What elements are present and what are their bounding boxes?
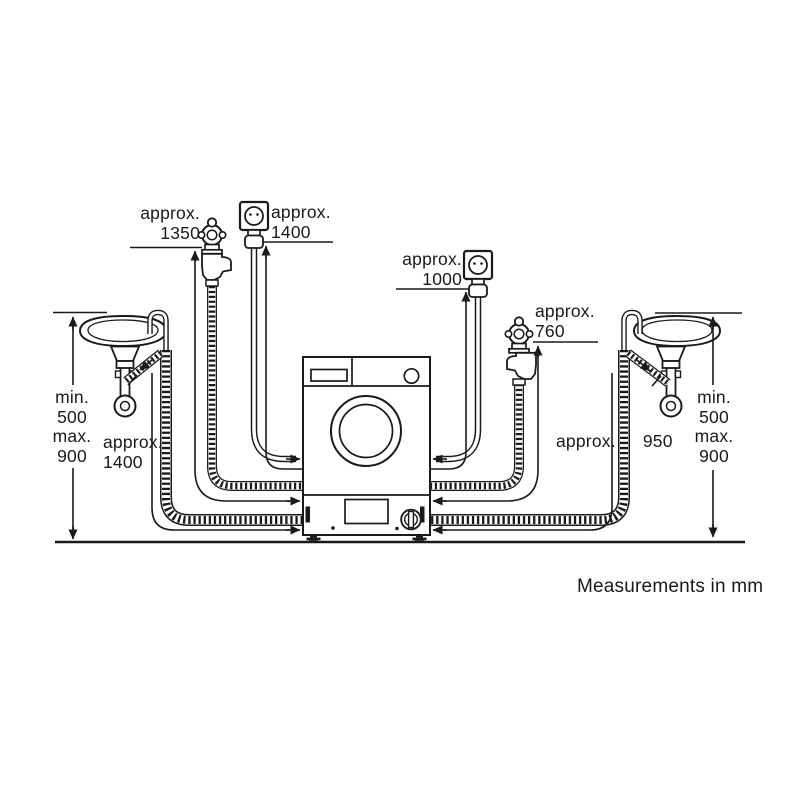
right-drain-hose-length-label: approx. 950 <box>556 431 673 451</box>
right-power-outlet <box>462 249 494 298</box>
left-outlet-cable-label: approx. 1400 <box>271 202 331 242</box>
right-sink-basin <box>632 314 722 348</box>
right-sink-drain-cone <box>655 345 687 362</box>
diag-left-tick <box>127 374 138 386</box>
right-tap-hose-nut <box>512 378 526 386</box>
machine-filter-slot <box>407 510 415 529</box>
left-tap-height-label: approx. 1350 <box>140 203 200 243</box>
left-tap-body <box>201 252 232 281</box>
left-tap <box>197 217 232 287</box>
left-sink-pipe-coupling <box>114 370 122 379</box>
machine-door-glass <box>338 403 394 459</box>
dimension-path-lines <box>72 247 714 538</box>
right-outlet-cable-label: approx. 1000 <box>402 249 462 289</box>
left-tap-hose-nut <box>205 279 219 287</box>
left-plug <box>244 234 264 249</box>
path-line-1000-cable <box>431 293 467 470</box>
path-line-1350 <box>194 252 290 502</box>
path-line-1400-drain <box>151 373 290 531</box>
left-sink-drain-collar <box>115 360 135 369</box>
right-plug <box>468 283 488 298</box>
machine-service-flap <box>344 498 389 525</box>
dimension-arrows <box>68 245 718 540</box>
machine-feet <box>306 535 427 543</box>
machine-screw <box>331 526 335 530</box>
arrow-diag-right <box>636 359 651 372</box>
right-sink-basin-inner <box>641 319 713 343</box>
dimension-reference-lines <box>53 241 742 343</box>
left-power-outlet <box>238 200 270 249</box>
right-power-cable <box>436 296 478 459</box>
machine-left-port <box>305 506 310 523</box>
measurements-unit-note: Measurements in mm <box>577 576 764 597</box>
right-sink-drain-collar <box>661 360 681 369</box>
machine-screw <box>395 526 399 531</box>
diag-right-tick <box>651 375 662 387</box>
machine-right-port <box>420 506 425 523</box>
left-power-cable <box>254 247 296 459</box>
machine-display <box>310 368 348 382</box>
right-tap-body <box>506 351 537 380</box>
right-supply-hose <box>428 384 519 486</box>
machine-program-knob <box>403 367 420 385</box>
left-sink-drain-cone <box>109 345 141 362</box>
left-drain-hose-length-label: approx. 1400 <box>103 432 163 472</box>
left-drain-height-label: min. 500 max. 900 <box>52 387 92 466</box>
right-tap-height-label: approx. 760 <box>535 301 595 341</box>
path-line-760 <box>443 347 539 502</box>
path-line-1400-cable <box>265 247 302 470</box>
path-line-950-drain <box>443 373 613 531</box>
right-sink <box>632 314 722 418</box>
right-drain-height-label: min. 500 max. 900 <box>694 387 734 466</box>
left-sink-basin-inner <box>87 319 159 343</box>
washing-machine <box>302 356 431 543</box>
arrow-diag-left <box>139 359 153 371</box>
right-tap <box>504 316 537 386</box>
left-sink <box>78 314 168 418</box>
